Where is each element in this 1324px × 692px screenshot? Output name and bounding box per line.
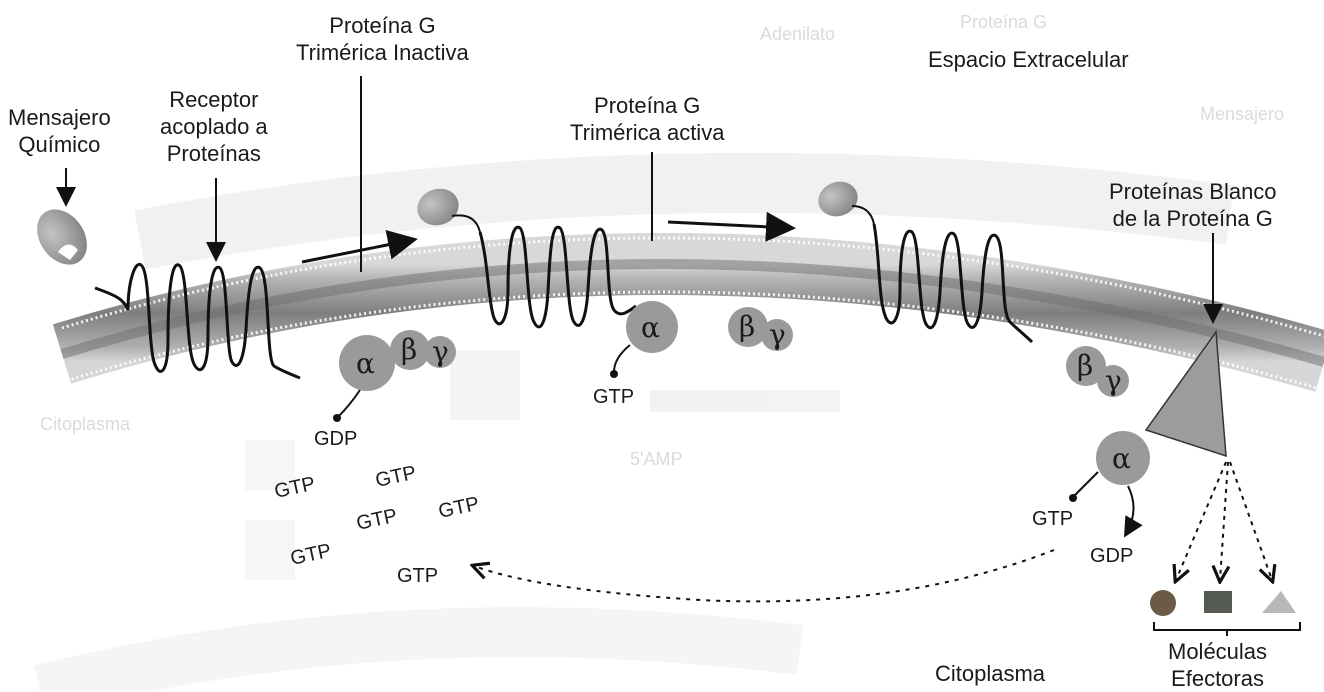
gtp-pool-2: GTP (373, 462, 418, 492)
label-mensajero: Mensajero Químico (8, 104, 111, 158)
gtp-pool-4: GTP (354, 505, 399, 535)
gtp-pool-5: GTP (288, 540, 333, 570)
label-receptor: Receptor acoplado a Proteínas (160, 86, 268, 167)
effector-molecules (1150, 462, 1300, 636)
beta-symbol: β (401, 333, 417, 366)
gdp-left: GDP (314, 428, 357, 450)
svg-text:γ: γ (1105, 364, 1122, 397)
gtp-active: GTP (593, 386, 634, 408)
gamma-symbol: γ (432, 335, 449, 368)
effector-square (1204, 591, 1232, 613)
svg-text:5'AMP: 5'AMP (630, 449, 682, 469)
gtp-pool-6: GTP (397, 565, 438, 587)
label-blanco: Proteínas Blanco de la Proteína G (1109, 178, 1277, 232)
beta-gamma-middle: β γ (728, 307, 793, 351)
gtp-right: GTP (1032, 508, 1073, 530)
svg-text:α: α (1112, 442, 1131, 475)
effector-triangle (1262, 591, 1296, 613)
gtp-pool-3: GTP (436, 493, 481, 523)
svg-text:Proteína G: Proteína G (960, 12, 1047, 32)
svg-text:β: β (1077, 349, 1093, 382)
label-citoplasma: Citoplasma (935, 660, 1045, 687)
nucleotide-labels: GDP GTP GTP GDP GTP GTP GTP GTP GTP GTP (272, 386, 1133, 587)
svg-text:Adenilato: Adenilato (760, 24, 835, 44)
svg-text:Citoplasma: Citoplasma (40, 414, 131, 434)
svg-text:γ: γ (769, 318, 786, 351)
svg-text:Mensajero: Mensajero (1200, 104, 1284, 124)
alpha-subunit-right: α (1069, 431, 1150, 534)
gdp-right: GDP (1090, 545, 1133, 567)
svg-text:β: β (739, 310, 755, 343)
transition-arrow-2 (668, 222, 790, 228)
g-protein-inactive: α β γ (333, 330, 456, 422)
svg-text:α: α (641, 311, 660, 344)
label-activa: Proteína G Trimérica activa (570, 92, 724, 146)
alpha-symbol: α (356, 347, 375, 380)
effector-bracket (1154, 622, 1300, 630)
label-extracelular: Espacio Extracelular (928, 46, 1129, 73)
cell-membrane (62, 238, 1324, 390)
label-efectoras: Moléculas Efectoras (1168, 638, 1267, 692)
label-inactiva: Proteína G Trimérica Inactiva (296, 12, 469, 66)
beta-gamma-right: β γ (1066, 346, 1129, 397)
effector-circle (1150, 590, 1176, 616)
recycle-arrow (474, 550, 1054, 601)
chemical-messenger (27, 200, 97, 274)
